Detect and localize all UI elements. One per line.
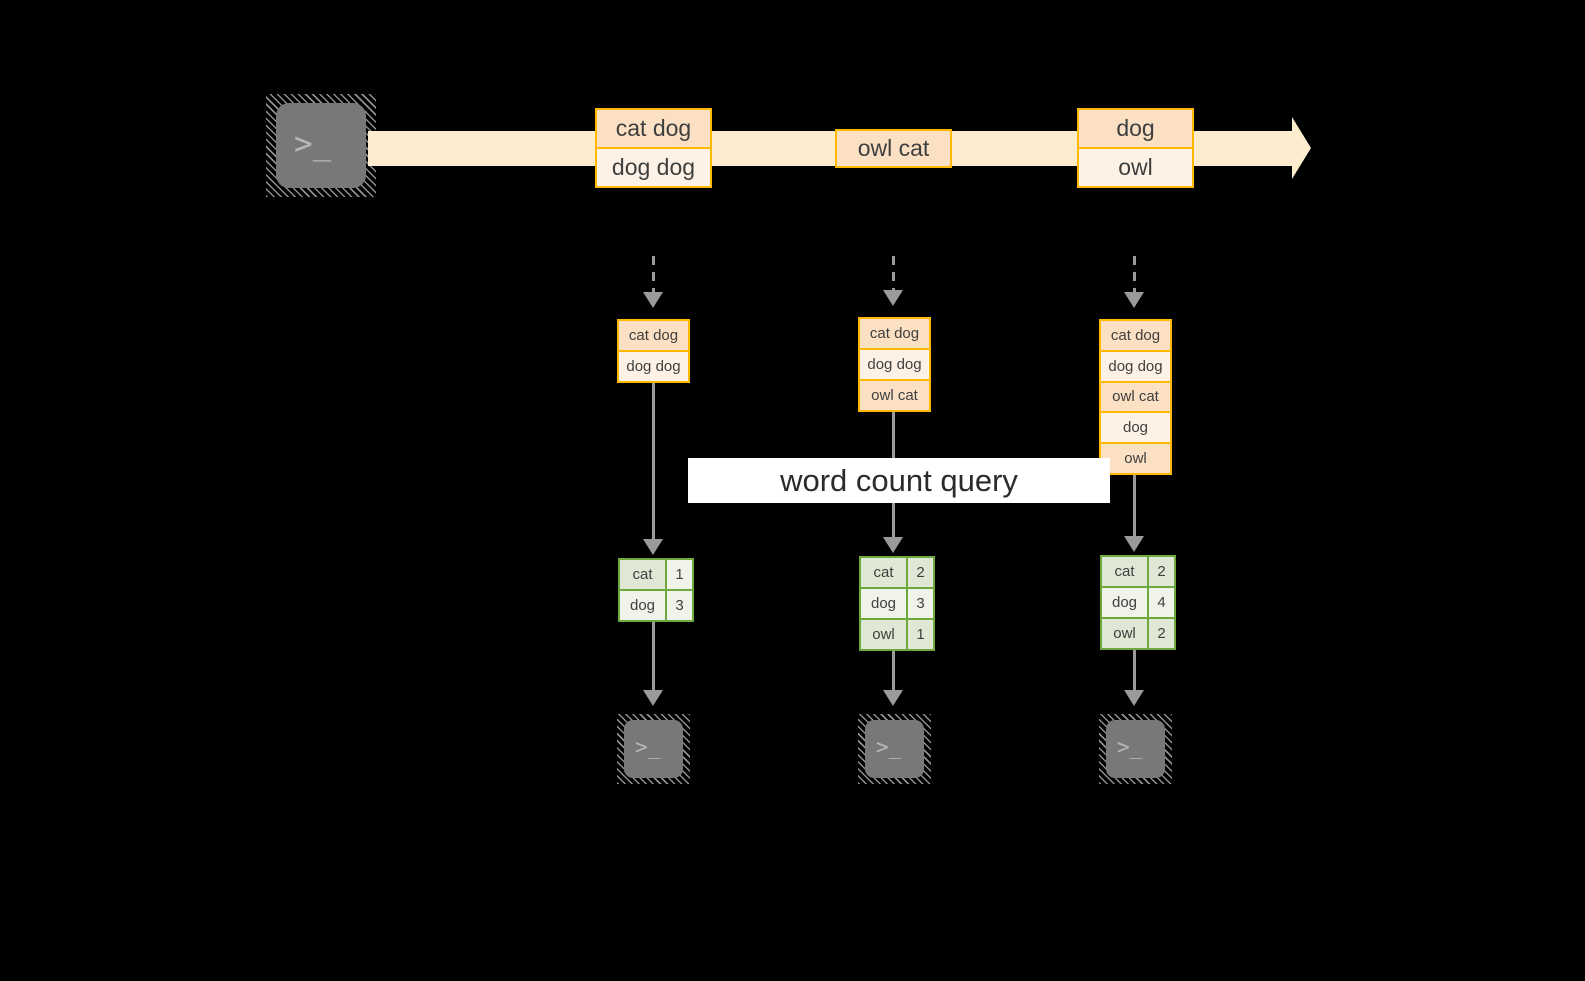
result-count: 4	[1147, 588, 1174, 617]
snapshot-2-table[interactable]: cat dog dog dog owl cat	[858, 317, 931, 412]
icon-body	[1106, 720, 1165, 778]
stream-record: owl cat	[837, 131, 950, 166]
record-stream-arrowhead	[1292, 117, 1311, 179]
result-2-to-consumer-connector	[892, 651, 895, 695]
result-count: 2	[1147, 619, 1174, 648]
result-count: 1	[665, 560, 692, 589]
consumer-3-terminal-icon: >_	[1099, 714, 1172, 784]
snapshot-record: owl cat	[1101, 380, 1170, 412]
snapshot-1-table[interactable]: cat dog dog dog	[617, 319, 690, 383]
result-row: cat 2	[861, 558, 933, 587]
icon-body	[624, 720, 683, 778]
result-count: 2	[906, 558, 933, 587]
result-2-to-consumer-arrowhead	[883, 690, 903, 706]
result-row: cat 1	[620, 560, 692, 589]
snapshot-record: owl cat	[860, 379, 929, 410]
consumer-1-terminal-icon: >_	[617, 714, 690, 784]
snapshot-record: cat dog	[1101, 321, 1170, 350]
snapshot-record: dog dog	[1101, 349, 1170, 381]
stream-message-group-2[interactable]: owl cat	[835, 129, 952, 168]
snapshot-record: dog	[1101, 411, 1170, 443]
result-3-table[interactable]: cat 2 dog 4 owl 2	[1100, 555, 1176, 650]
result-word: dog	[861, 589, 906, 618]
result-row: dog 4	[1102, 586, 1174, 617]
terminal-prompt-glyph: >_	[876, 735, 902, 759]
stream-to-snapshot-arrowhead	[1124, 292, 1144, 308]
result-word: dog	[620, 591, 665, 620]
result-row: owl 1	[861, 618, 933, 649]
snapshot-record: dog dog	[619, 350, 688, 381]
terminal-prompt-glyph: >_	[1117, 735, 1143, 759]
terminal-prompt-glyph: >_	[294, 126, 332, 162]
result-count: 2	[1147, 557, 1174, 586]
snapshot-2-to-result-arrowhead	[883, 537, 903, 553]
stream-record: dog dog	[597, 147, 710, 186]
snapshot-record: owl	[1101, 442, 1170, 473]
stream-message-group-1[interactable]: cat dog dog dog	[595, 108, 712, 188]
result-count: 3	[906, 589, 933, 618]
result-word: cat	[861, 558, 906, 587]
result-row: owl 2	[1102, 617, 1174, 648]
stream-to-snapshot-connector	[1133, 256, 1136, 298]
result-word: owl	[1102, 619, 1147, 648]
stream-to-snapshot-connector	[892, 256, 895, 298]
result-word: owl	[861, 620, 906, 649]
result-word: dog	[1102, 588, 1147, 617]
snapshot-3-to-result-arrowhead	[1124, 536, 1144, 552]
snapshot-1-to-result-arrowhead	[643, 539, 663, 555]
result-1-to-consumer-connector	[652, 622, 655, 695]
snapshot-1-to-result-connector	[652, 383, 655, 544]
result-row: cat 2	[1102, 557, 1174, 586]
stream-record: cat dog	[597, 110, 710, 147]
snapshot-3-to-result-connector	[1133, 475, 1136, 541]
result-count: 1	[906, 620, 933, 649]
consumer-2-terminal-icon: >_	[858, 714, 931, 784]
stream-message-group-3[interactable]: dog owl	[1077, 108, 1194, 188]
result-1-to-consumer-arrowhead	[643, 690, 663, 706]
snapshot-record: dog dog	[860, 348, 929, 379]
stream-record: dog	[1079, 110, 1192, 147]
producer-terminal-icon: >_	[266, 94, 376, 197]
result-row: dog 3	[861, 587, 933, 618]
snapshot-record: cat dog	[860, 319, 929, 348]
stream-record: owl	[1079, 147, 1192, 186]
result-2-table[interactable]: cat 2 dog 3 owl 1	[859, 556, 935, 651]
result-word: cat	[1102, 557, 1147, 586]
snapshot-record: cat dog	[619, 321, 688, 350]
terminal-prompt-glyph: >_	[635, 735, 661, 759]
result-1-table[interactable]: cat 1 dog 3	[618, 558, 694, 622]
stream-to-snapshot-arrowhead	[883, 290, 903, 306]
snapshot-3-table[interactable]: cat dog dog dog owl cat dog owl	[1099, 319, 1172, 475]
result-word: cat	[620, 560, 665, 589]
stream-to-snapshot-arrowhead	[643, 292, 663, 308]
result-count: 3	[665, 591, 692, 620]
result-3-to-consumer-connector	[1133, 650, 1136, 695]
stream-to-snapshot-connector	[652, 256, 655, 298]
result-row: dog 3	[620, 589, 692, 620]
result-3-to-consumer-arrowhead	[1124, 690, 1144, 706]
icon-body	[276, 103, 366, 188]
icon-body	[865, 720, 924, 778]
query-label: word count query	[688, 458, 1110, 503]
